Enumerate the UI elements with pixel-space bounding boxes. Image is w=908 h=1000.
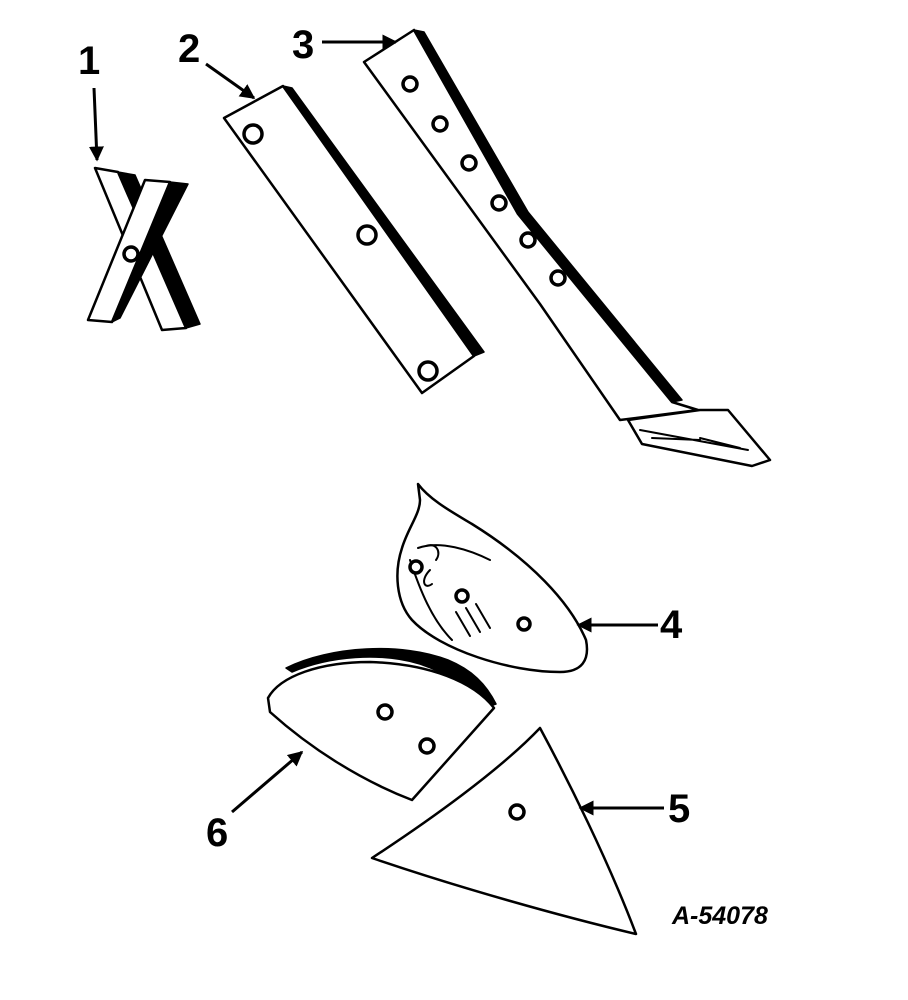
part-6-blade bbox=[266, 647, 497, 802]
leader-1 bbox=[88, 87, 104, 162]
leader-2 bbox=[205, 62, 256, 100]
callout-1: 1 bbox=[78, 39, 100, 83]
drawing-number: A-54078 bbox=[671, 902, 768, 930]
callout-6: 6 bbox=[206, 811, 228, 855]
part-5-sweep bbox=[370, 726, 638, 936]
part-1-x-brace bbox=[86, 166, 201, 332]
leader-6 bbox=[231, 750, 304, 814]
part-4-share bbox=[396, 482, 589, 674]
callout-5: 5 bbox=[668, 787, 690, 831]
part-3-shank bbox=[362, 28, 772, 468]
callout-4: 4 bbox=[660, 603, 683, 647]
callout-3: 3 bbox=[292, 23, 314, 67]
part-2-strap bbox=[222, 84, 485, 395]
callout-2: 2 bbox=[178, 27, 200, 71]
